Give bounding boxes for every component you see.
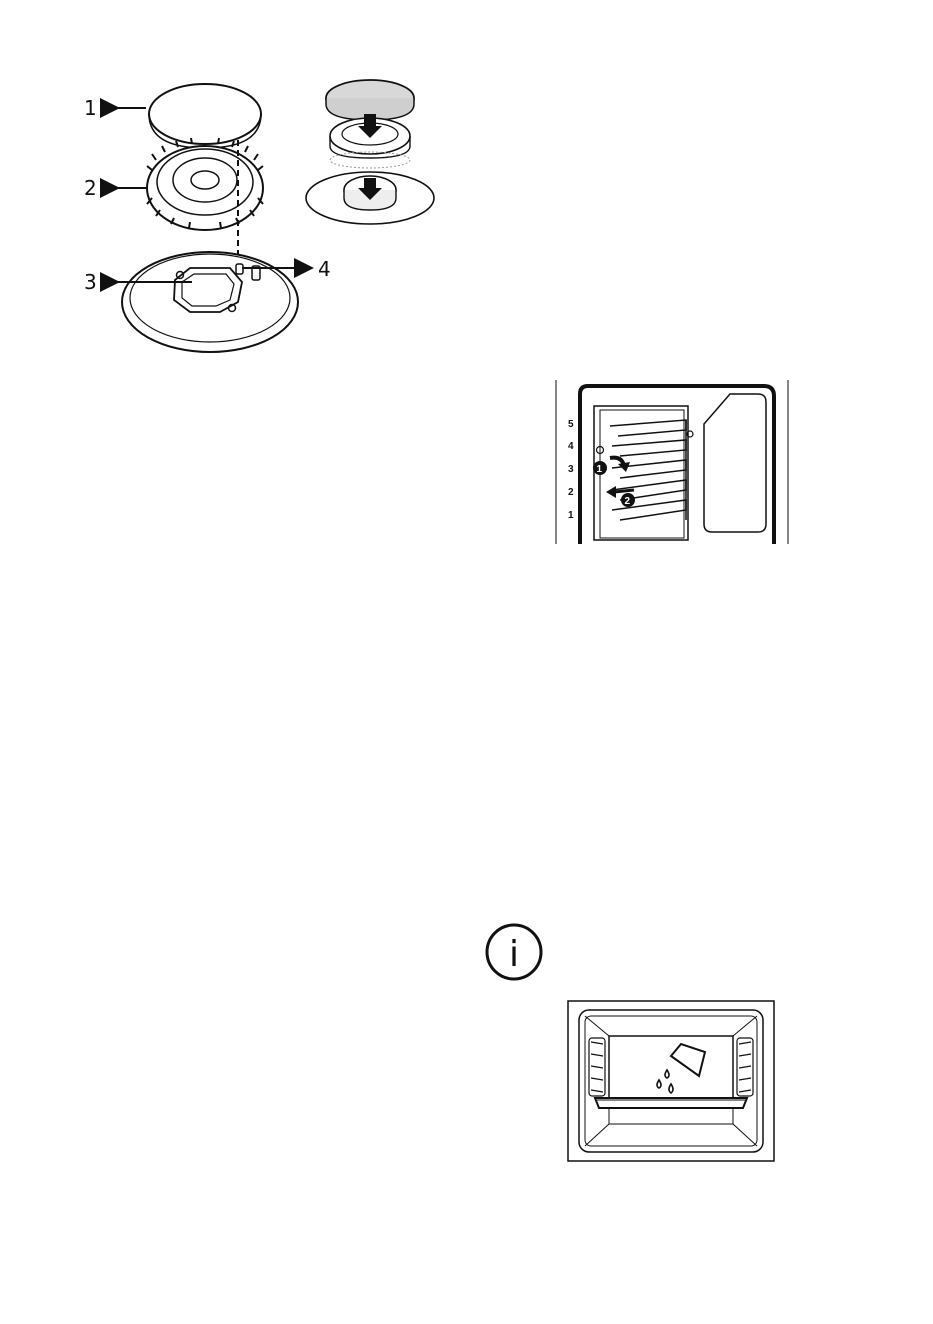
shelf-level-1: 1 bbox=[568, 510, 574, 521]
callout-1: 1 bbox=[84, 96, 97, 120]
info-symbol: i bbox=[509, 934, 519, 975]
burner-cap bbox=[149, 84, 261, 148]
step-2-label: 2 bbox=[625, 496, 631, 507]
shelf-level-5: 5 bbox=[568, 419, 574, 430]
thermocouple bbox=[236, 264, 243, 274]
shelf-level-4: 4 bbox=[568, 441, 574, 452]
callout-2: 2 bbox=[84, 176, 97, 200]
burner-assembly-diagram bbox=[300, 76, 440, 228]
step-1-label: 1 bbox=[597, 464, 603, 475]
callout-3: 3 bbox=[84, 270, 97, 294]
callout-4: 4 bbox=[318, 257, 331, 281]
shelf-level-3: 3 bbox=[568, 464, 574, 475]
shelf-support-removal-diagram: 5 4 3 2 1 1 2 bbox=[552, 380, 792, 544]
info-icon: i bbox=[484, 922, 544, 982]
step-2-arrow bbox=[614, 490, 634, 492]
burner-crown bbox=[147, 138, 263, 230]
oven-water-pouring-diagram bbox=[567, 1000, 775, 1162]
shelf-level-2: 2 bbox=[568, 487, 574, 498]
